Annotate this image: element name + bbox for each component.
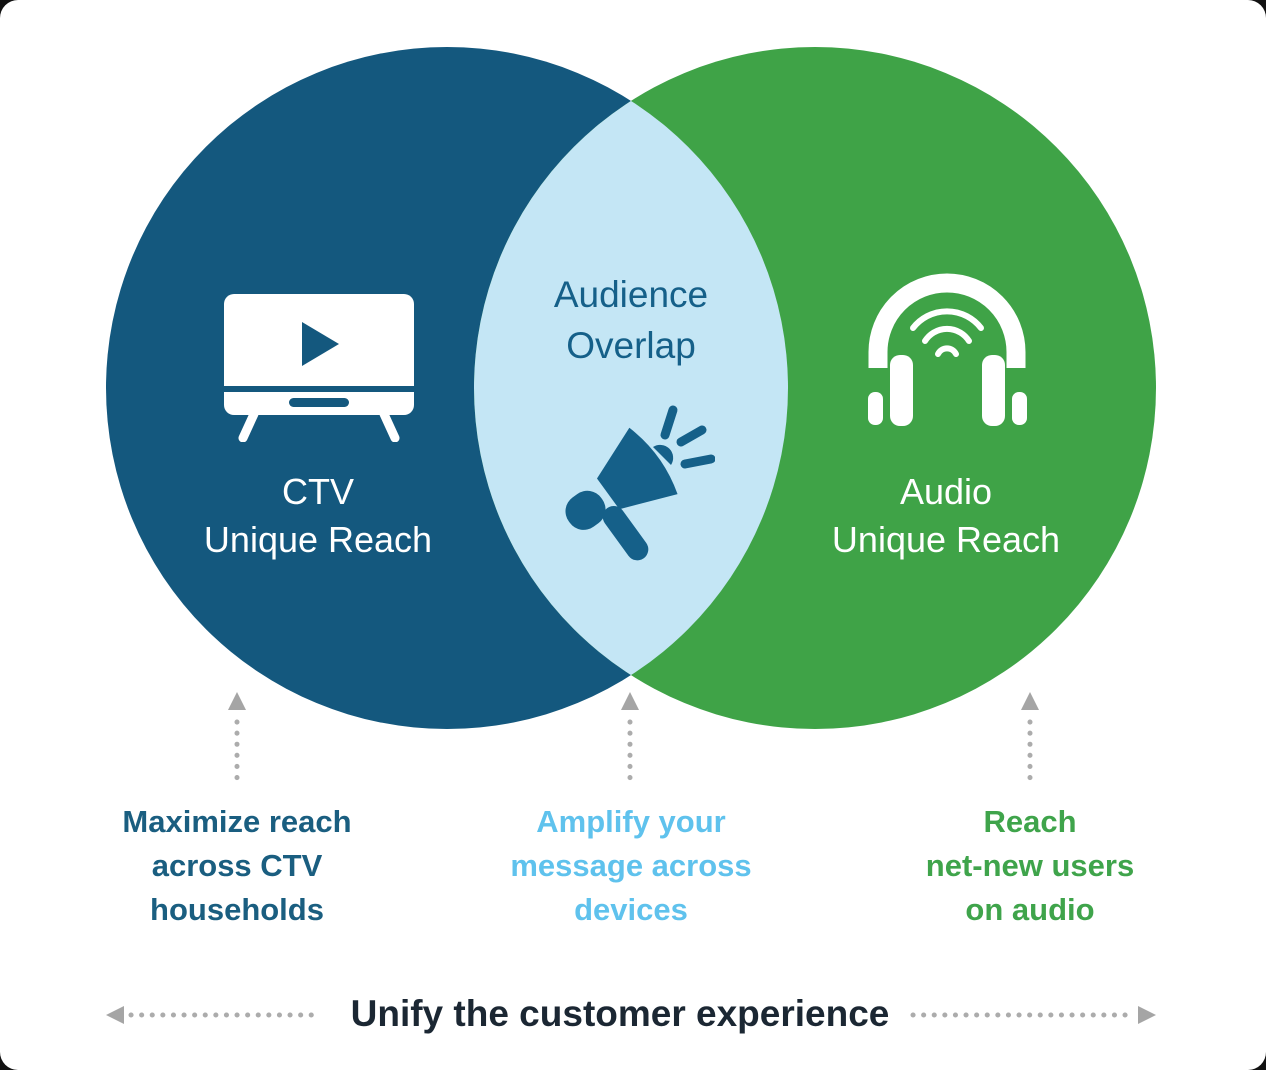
overlap-label: Audience Overlap [553, 274, 709, 366]
footer-title: Unify the customer experience [350, 993, 890, 1034]
ctv-caption: Maximize reach across CTV households [122, 804, 352, 927]
arrow-up-overlap [621, 692, 639, 791]
headphones-icon [868, 273, 1027, 426]
arrow-up-audio [1021, 692, 1039, 791]
overlap-caption: Amplify your message across devices [510, 804, 752, 927]
ctv-circle-label: CTV Unique Reach [203, 471, 433, 560]
audio-circle-label: Audio Unique Reach [831, 471, 1061, 560]
arrow-right [910, 1006, 1156, 1024]
tv-play-icon [224, 294, 414, 442]
audio-caption: Reach net-new users on audio [925, 804, 1135, 927]
megaphone-icon [565, 405, 715, 561]
arrow-up-ctv [228, 692, 246, 791]
overlap-region [474, 47, 788, 729]
arrow-left [106, 1006, 320, 1024]
